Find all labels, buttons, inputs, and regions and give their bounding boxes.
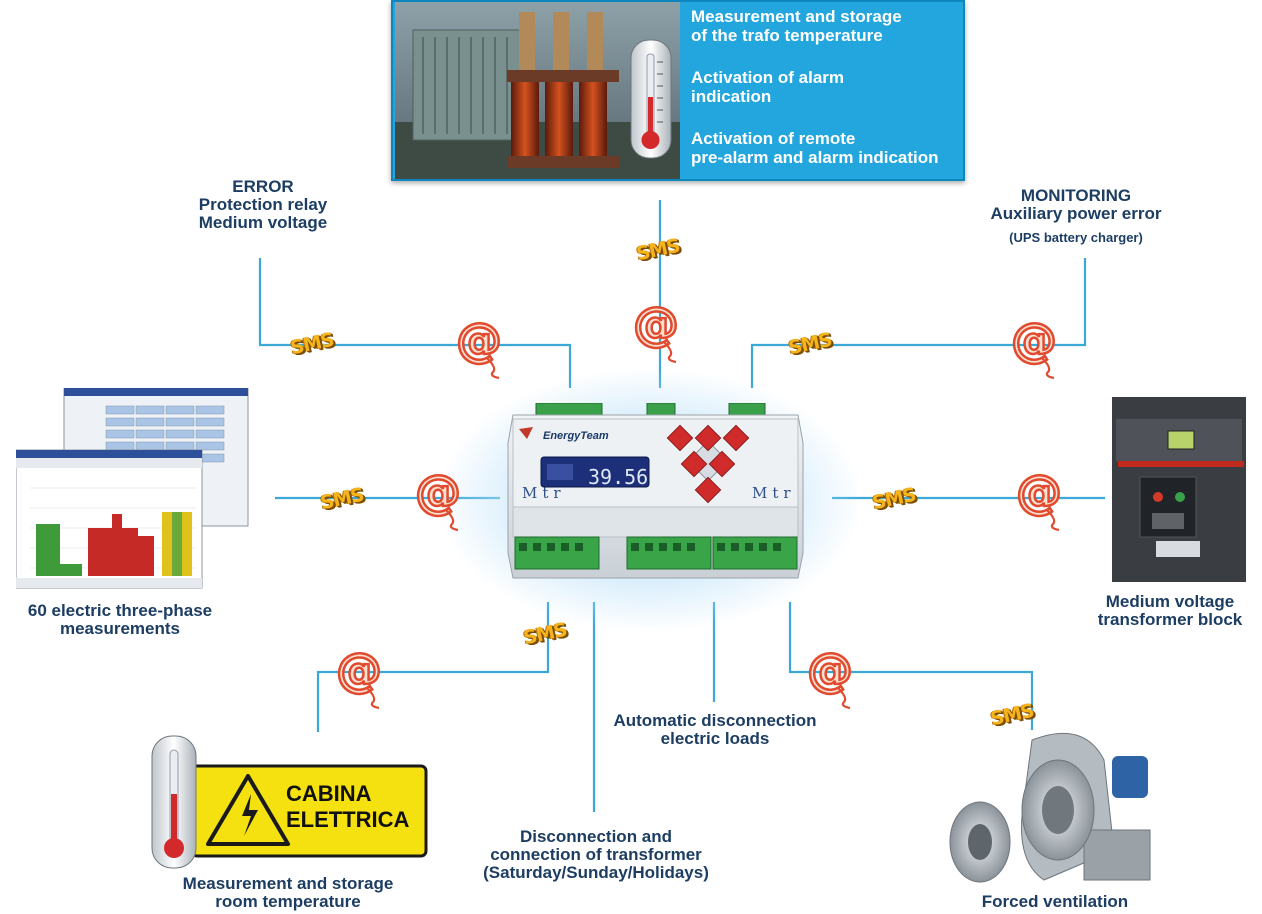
svg-text:@: @ bbox=[807, 648, 853, 697]
transformer-photo bbox=[395, 2, 680, 179]
room-temperature-illustration bbox=[151, 735, 428, 869]
remote-alarm-text: Activation of remote pre-alarm and alarm… bbox=[691, 129, 939, 168]
email-at-icon: @ bbox=[1010, 318, 1058, 380]
ventilation-fan-photo bbox=[949, 732, 1151, 883]
model-label-left: Mtr bbox=[522, 484, 566, 502]
brand-logo: EnergyTeam bbox=[543, 430, 609, 442]
svg-text:@: @ bbox=[415, 470, 461, 519]
model-label-right: Mtr bbox=[752, 484, 796, 502]
alarm-indication-text: Activation of alarm indication bbox=[691, 68, 845, 107]
ups-battery-charger-label: (UPS battery charger) bbox=[1009, 230, 1143, 245]
email-at-icon: @ bbox=[1015, 470, 1063, 532]
forced-ventilation-label: Forced ventilation bbox=[981, 892, 1129, 911]
trafo-temperature-panel: Measurement and storage of the trafo tem… bbox=[391, 0, 965, 181]
device-display-value: 39.56 bbox=[588, 465, 649, 489]
svg-text:@: @ bbox=[633, 302, 679, 351]
room-temperature-label: Measurement and storage room temperature bbox=[182, 874, 394, 912]
measurements-label: 60 electric three-phase measurements bbox=[27, 601, 213, 639]
error-label: ERROR Protection relay Medium voltage bbox=[198, 177, 328, 233]
wire-monitoring bbox=[750, 258, 1087, 388]
email-at-icon: @ bbox=[806, 648, 854, 710]
trafo-temperature-text: Measurement and storage of the trafo tem… bbox=[691, 7, 902, 46]
wire-ventilation bbox=[788, 602, 1034, 730]
email-at-icon: @ bbox=[335, 648, 383, 710]
disconnection-schedule-label: Disconnection and connection of transfor… bbox=[483, 827, 709, 883]
cabina-elettrica-sign-text: CABINA ELETTRICA bbox=[286, 781, 410, 832]
measurements-software-screenshot bbox=[16, 388, 249, 589]
email-at-icon: @ bbox=[414, 470, 462, 532]
monitoring-label: MONITORING Auxiliary power error bbox=[990, 186, 1162, 224]
breaker-label: Medium voltage transformer block bbox=[1097, 592, 1243, 630]
svg-text:@: @ bbox=[336, 648, 382, 697]
email-at-icon: @ bbox=[632, 302, 680, 364]
mtr-controller-device: EnergyTeam bbox=[507, 403, 804, 579]
wire-room bbox=[316, 602, 550, 732]
email-at-icon: @ bbox=[455, 318, 503, 380]
svg-text:@: @ bbox=[456, 318, 502, 367]
auto-disconnection-label: Automatic disconnection electric loads bbox=[613, 711, 817, 749]
medium-voltage-breaker-photo bbox=[1112, 397, 1246, 582]
svg-text:@: @ bbox=[1016, 470, 1062, 519]
svg-text:@: @ bbox=[1011, 318, 1057, 367]
wire-error bbox=[258, 258, 572, 388]
